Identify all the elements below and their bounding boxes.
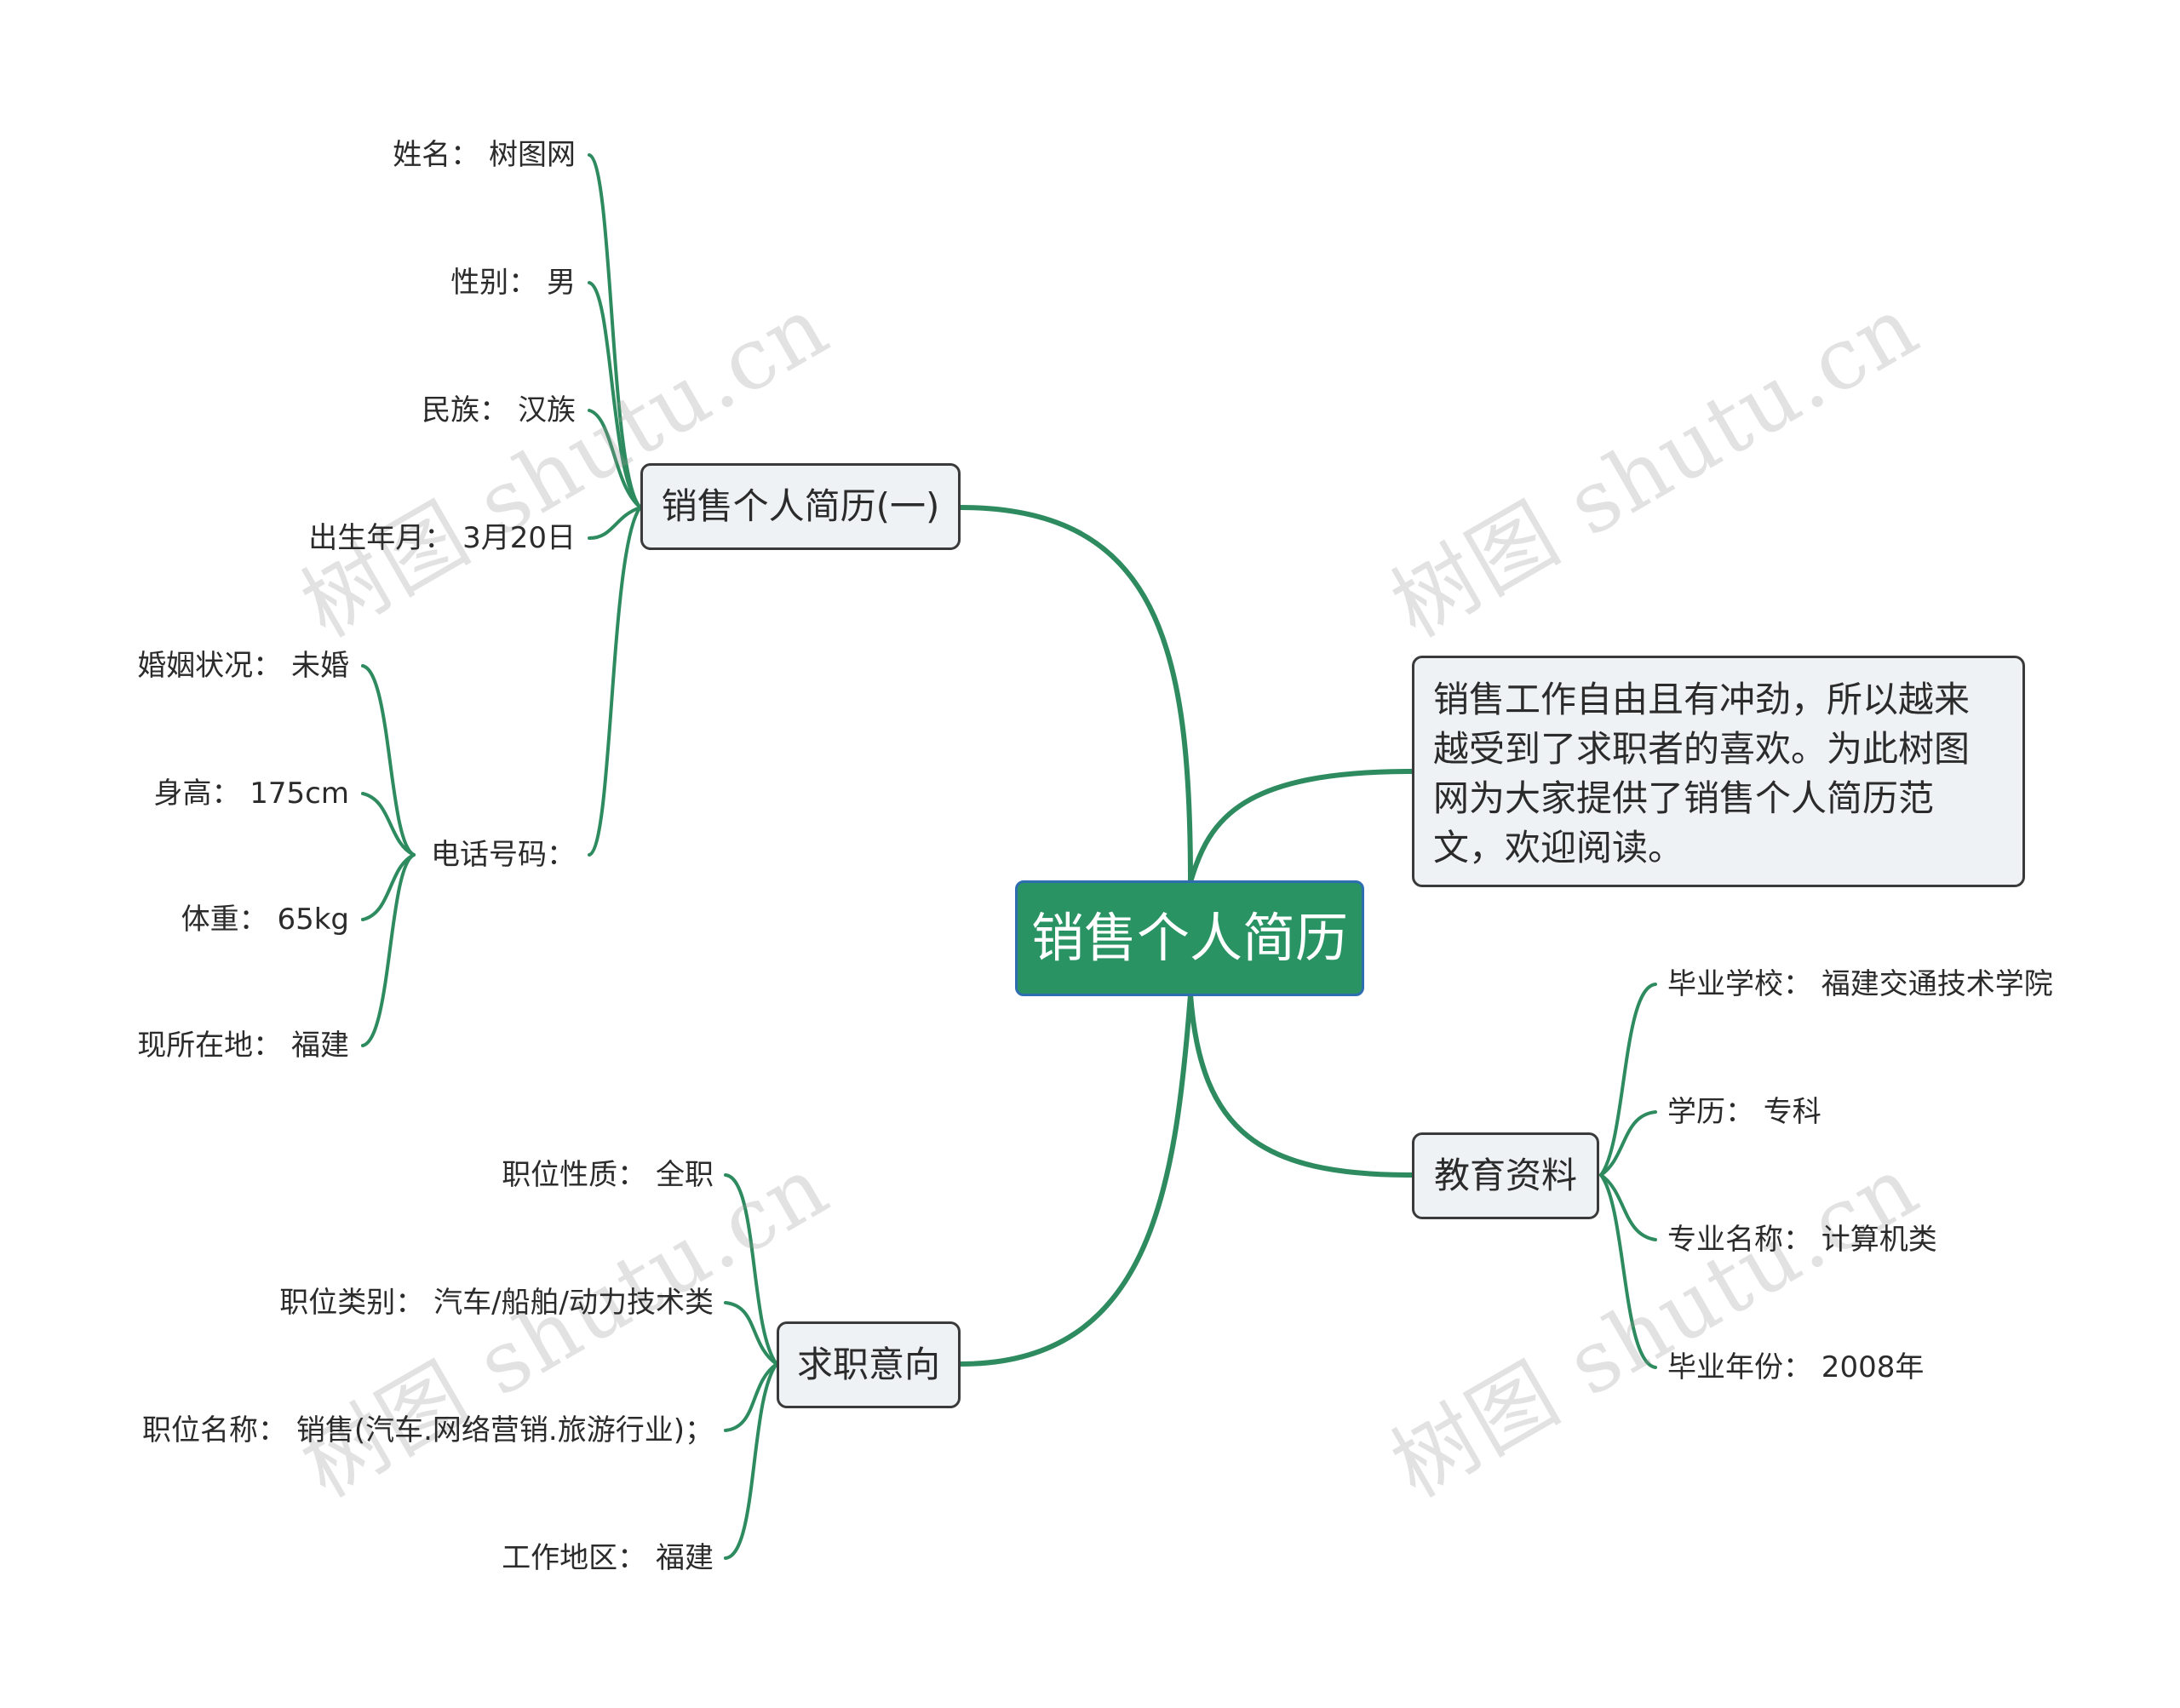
edge-personal-birth (588, 506, 642, 540)
topic-intro-note[interactable]: 销售工作自由且有冲劲，所以越来越受到了求职者的喜欢。为此树图网为大家提供了销售个… (1412, 656, 2025, 887)
leaf-name[interactable]: 姓名： 树图网 (393, 138, 576, 172)
leaf-school[interactable]: 毕业学校： 福建交通技术学院 (1667, 967, 2053, 1001)
edge-phone-location (361, 853, 416, 1047)
edge-root-job (958, 992, 1193, 1367)
leaf-work-area[interactable]: 工作地区： 福建 (502, 1541, 714, 1575)
edge-root-personal (958, 505, 1193, 885)
leaf-job-category[interactable]: 职位类别： 汽车/船舶/动力技术类 (279, 1286, 714, 1320)
leaf-current-location[interactable]: 现所在地： 福建 (137, 1029, 349, 1063)
leaf-height[interactable]: 身高： 175cm (153, 777, 349, 811)
edge-edu-year (1599, 1173, 1657, 1369)
edge-phone-height (361, 792, 416, 857)
edge-edu-school (1599, 983, 1657, 1177)
edge-personal-phone (588, 506, 642, 857)
edge-personal-gender (588, 281, 642, 509)
topic-personal-resume[interactable]: 销售个人简历(一) (640, 463, 961, 550)
edge-job-category (724, 1301, 778, 1366)
leaf-gender[interactable]: 性别： 男 (450, 266, 576, 300)
root-topic[interactable]: 销售个人简历 (1015, 880, 1364, 996)
topic-education[interactable]: 教育资料 (1412, 1132, 1599, 1219)
leaf-ethnicity[interactable]: 民族： 汉族 (422, 393, 576, 427)
edge-edu-major (1599, 1173, 1657, 1241)
edge-job-title (724, 1362, 778, 1432)
leaf-weight[interactable]: 体重： 65kg (181, 903, 349, 937)
leaf-degree[interactable]: 学历： 专科 (1667, 1095, 1821, 1129)
edge-job-nature (724, 1173, 778, 1366)
edge-root-intro (1188, 769, 1414, 885)
leaf-phone[interactable]: 电话号码： (431, 838, 576, 872)
edge-job-area (724, 1362, 778, 1560)
topic-job-intention[interactable]: 求职意向 (777, 1321, 961, 1408)
edge-personal-ethnicity (588, 409, 642, 509)
leaf-birth[interactable]: 出生年月： 3月20日 (308, 521, 576, 555)
edge-phone-weight (361, 853, 416, 921)
leaf-job-title[interactable]: 职位名称： 销售(汽车.网络营销.旅游行业)； (142, 1413, 714, 1447)
leaf-graduation-year[interactable]: 毕业年份： 2008年 (1667, 1350, 1925, 1384)
edge-phone-marital (361, 664, 416, 857)
leaf-marital-status[interactable]: 婚姻状况： 未婚 (137, 649, 349, 683)
leaf-job-nature[interactable]: 职位性质： 全职 (502, 1158, 714, 1192)
leaf-major[interactable]: 专业名称： 计算机类 (1667, 1223, 1937, 1257)
edge-root-education (1188, 992, 1414, 1178)
edge-edu-degree (1599, 1110, 1657, 1177)
edge-personal-name (588, 153, 642, 509)
